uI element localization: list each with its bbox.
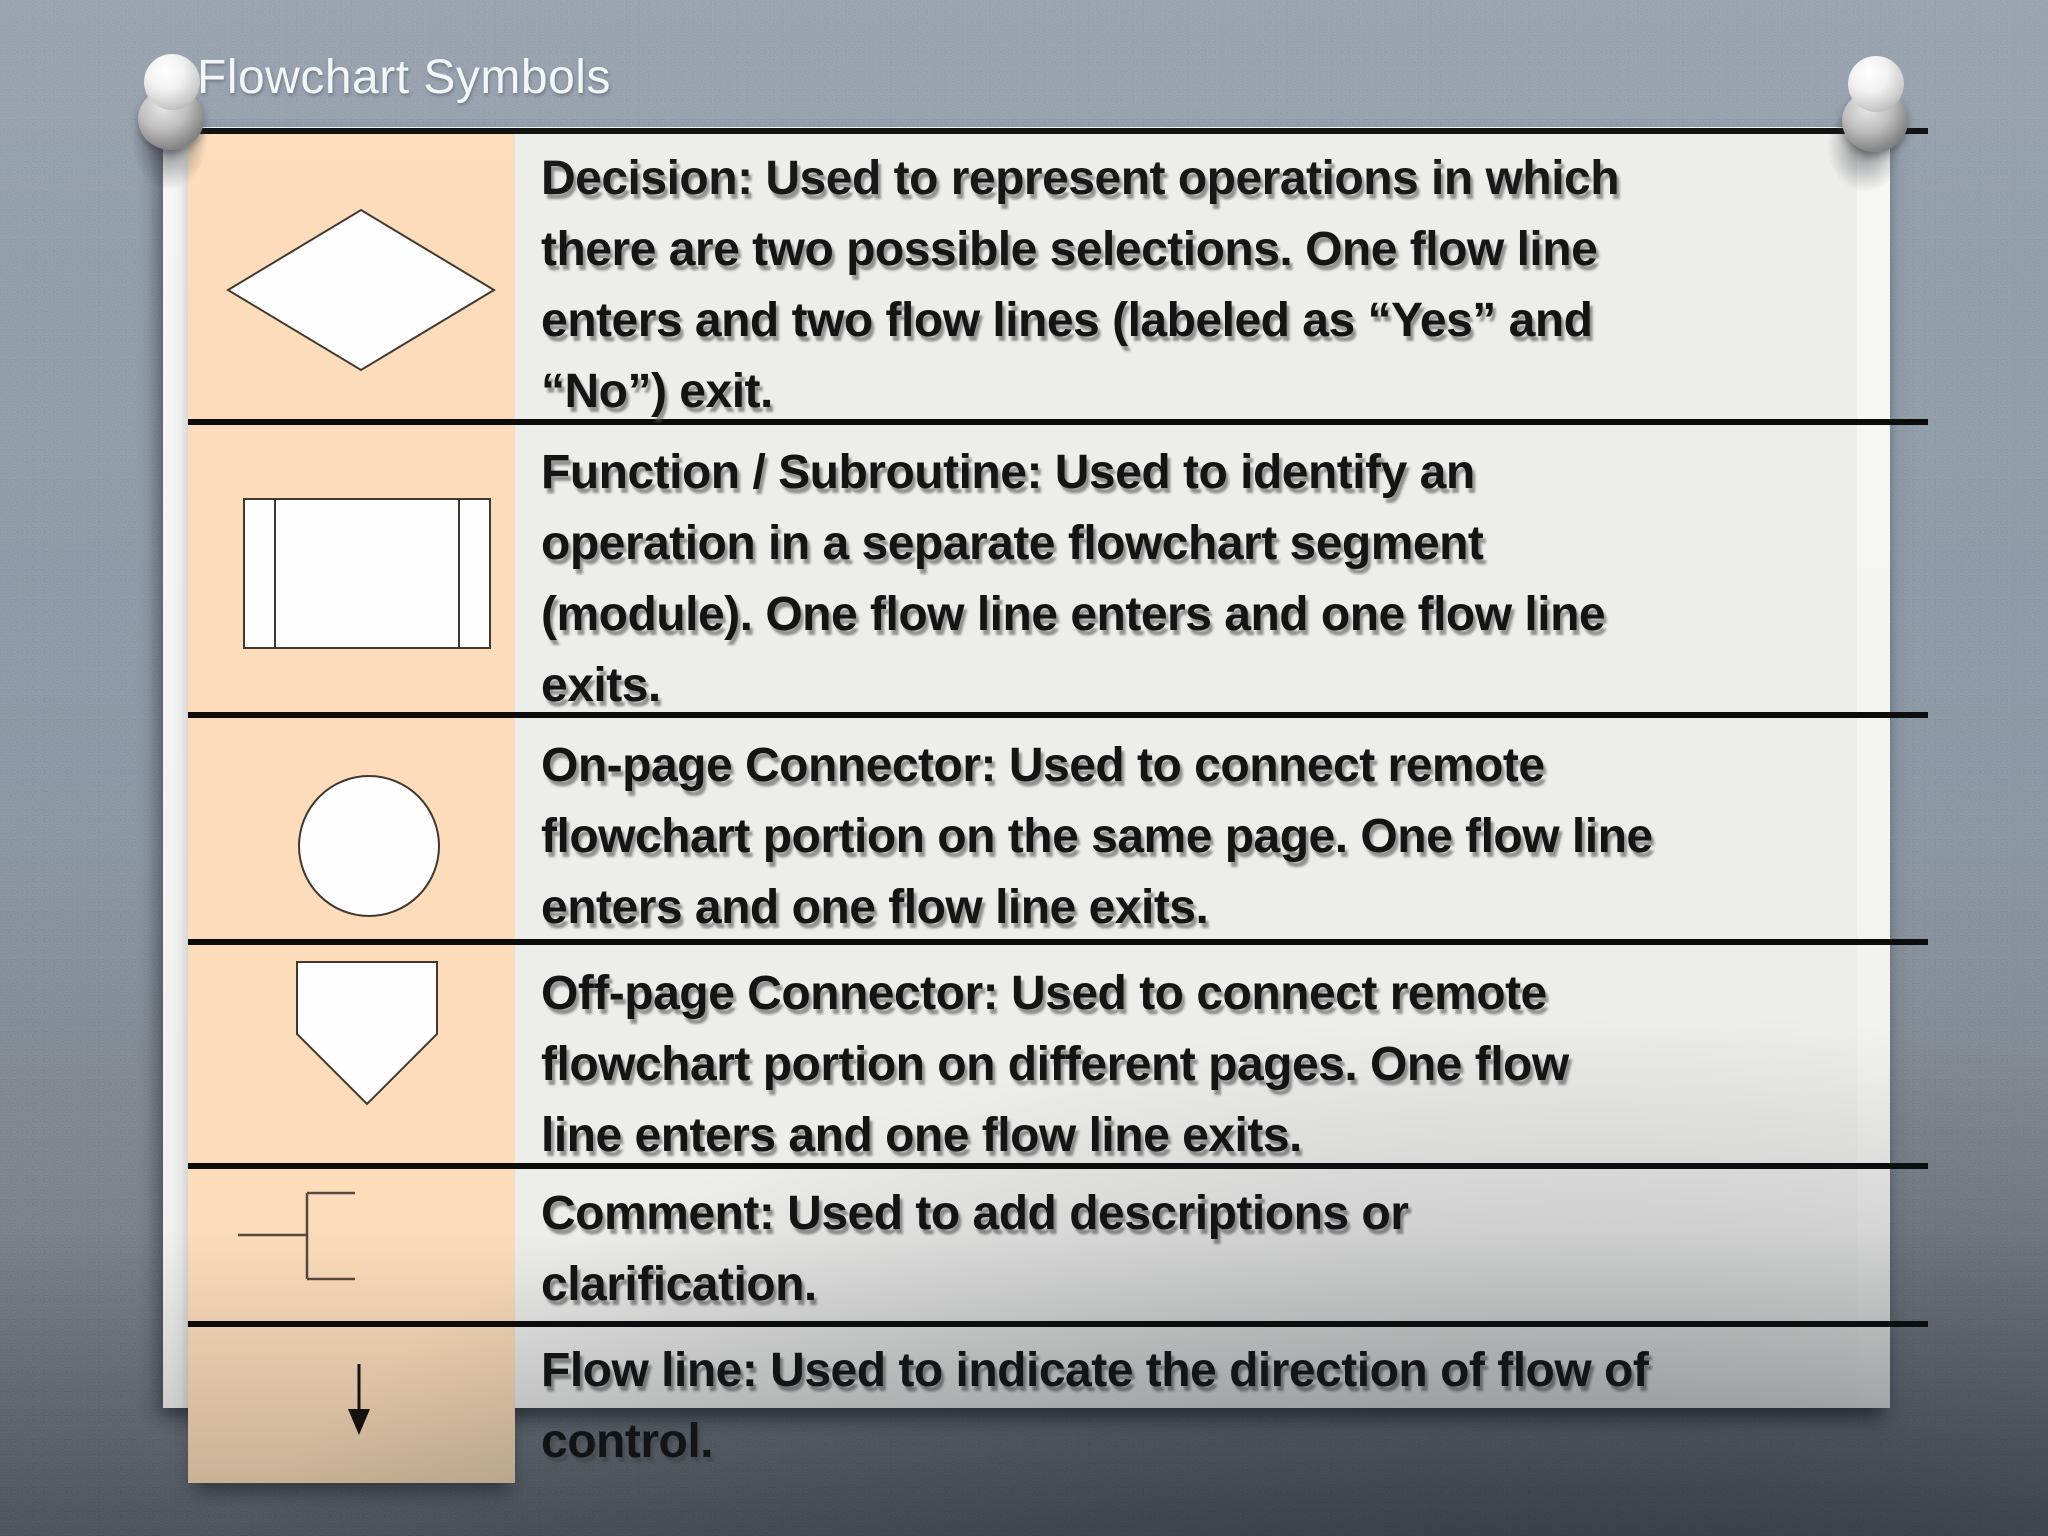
description-flow-line: Flow line: Used to indicate the directio… [541, 1344, 1649, 1468]
pushpin-right-icon [1820, 50, 1950, 200]
on-page-connector-circle-icon [298, 775, 440, 917]
description-subroutine: Function / Subroutine: Used to identify … [541, 446, 1606, 712]
off-page-connector-pentagon-icon [296, 961, 438, 1106]
comment-bracket-icon [238, 1191, 355, 1281]
page-title: Flowchart Symbols [197, 51, 611, 104]
table-border-top [188, 128, 1928, 134]
pushpin-left-icon [116, 48, 246, 198]
description-off-page-connector: Off-page Connector: Used to connect remo… [541, 967, 1569, 1162]
pushpin-right-knob [1848, 56, 1904, 112]
flow-line-arrow-icon [348, 1364, 370, 1435]
table-border-row5 [188, 1321, 1928, 1327]
pushpin-left-knob [144, 54, 200, 110]
description-decision: Decision: Used to represent operations i… [541, 152, 1620, 418]
description-comment: Comment: Used to add descriptions or cla… [541, 1187, 1409, 1311]
description-on-page-connector: On-page Connector: Used to connect remot… [541, 739, 1653, 934]
subroutine-rectangle-icon [243, 498, 491, 649]
decision-diamond-icon [226, 208, 496, 372]
